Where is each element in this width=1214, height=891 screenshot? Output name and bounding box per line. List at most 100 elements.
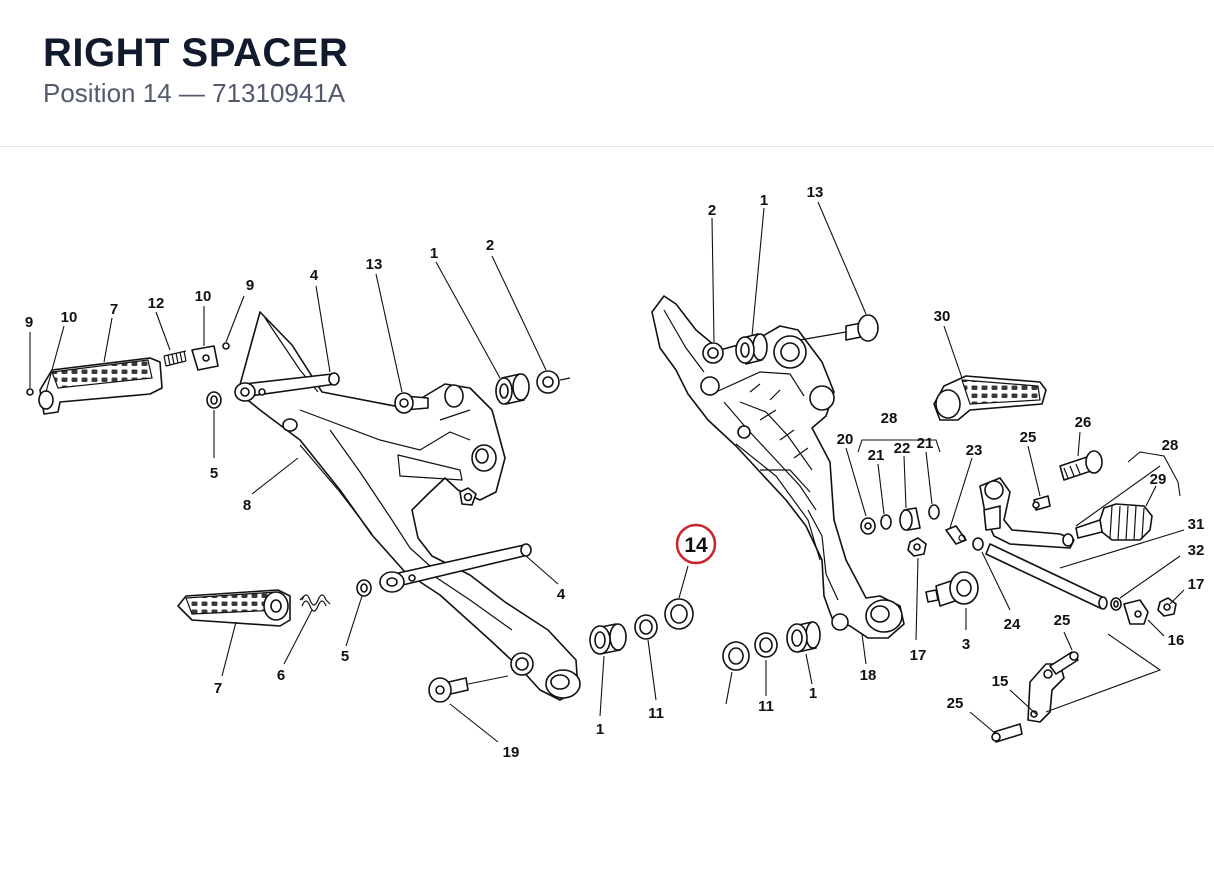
bushing-1-left-upper <box>495 373 530 405</box>
callout-14: 14 <box>684 534 708 557</box>
callout-5: 5 <box>341 648 349 665</box>
left-footpeg-hanger <box>237 311 581 701</box>
subtitle-separator: — <box>178 78 205 108</box>
brake-lever <box>979 477 1075 549</box>
footpeg-lower-left <box>177 589 291 627</box>
bolt-13-right <box>799 314 879 342</box>
callout-20: 20 <box>837 431 854 448</box>
bushing-1-center <box>589 623 627 655</box>
callout-22: 22 <box>894 440 911 457</box>
bushing-1-right-lower <box>786 621 821 653</box>
part-number: 71310941A <box>212 78 346 108</box>
bracket-10 <box>191 342 230 371</box>
callout-25: 25 <box>1054 612 1071 629</box>
washer-2-left-upper <box>536 370 571 394</box>
callout-12: 12 <box>148 295 165 312</box>
nut-31 <box>1110 597 1122 611</box>
spacer-3 <box>925 571 979 607</box>
bushing-1-right-upper <box>735 333 768 365</box>
callout-8: 8 <box>243 497 251 514</box>
callout-29: 30 <box>934 308 951 325</box>
highlighted-callout-14[interactable]: 14 <box>675 523 717 565</box>
callout-16: 16 <box>1168 632 1185 649</box>
circlip-5-upper <box>206 391 222 409</box>
bolt-25-lower <box>991 723 1023 743</box>
callout-4: 4 <box>557 586 566 603</box>
leader-lines <box>29 201 1185 743</box>
callout-15: 15 <box>992 673 1009 690</box>
callout-1: 1 <box>809 685 817 702</box>
callout-4: 4 <box>310 267 319 284</box>
callout-17: 17 <box>1188 576 1205 593</box>
page-header: RIGHT SPACER Position 14 — 71310941A <box>0 0 1214 147</box>
callout-23: 23 <box>966 442 983 459</box>
callout-9: 9 <box>246 277 254 294</box>
callout-3: 3 <box>962 636 970 653</box>
nut-17-left <box>907 537 927 557</box>
callout-7: 7 <box>110 301 118 318</box>
callout-26: 26 <box>1075 414 1092 431</box>
bolt-13-left <box>394 392 429 414</box>
position-label: Position <box>43 78 136 108</box>
callout-2: 2 <box>708 202 716 219</box>
callout-18: 18 <box>860 667 877 684</box>
boot-28 <box>1075 503 1153 541</box>
page-subtitle: Position 14 — 71310941A <box>43 78 345 108</box>
callout-5: 5 <box>210 465 218 482</box>
callout-13: 13 <box>807 184 824 201</box>
position-number: 14 <box>142 78 172 108</box>
callout-21: 21 <box>868 447 885 464</box>
right-spacer-14 <box>664 598 694 630</box>
washer-20 <box>860 517 876 535</box>
callout-30: 31 <box>1188 516 1205 533</box>
callout-10: 10 <box>195 288 212 305</box>
callout-11: 11 <box>648 705 664 722</box>
bushing-22 <box>899 507 921 531</box>
callout-27: 28 <box>881 410 898 427</box>
washer-32 <box>722 641 750 671</box>
pin-4-upper <box>234 372 340 402</box>
callout-17: 17 <box>910 647 927 664</box>
ring-21-a <box>880 514 892 530</box>
callout-1: 1 <box>430 245 438 262</box>
circlip-5-lower <box>356 579 372 597</box>
callout-27: 28 <box>1162 437 1179 454</box>
callout-28: 29 <box>1150 471 1167 488</box>
callout-7: 7 <box>214 680 222 697</box>
washer-11-right <box>754 632 778 658</box>
spring-6 <box>299 594 331 612</box>
rod-30 <box>985 543 1108 610</box>
highlight-ring <box>675 523 717 565</box>
bracket-15 <box>1027 663 1065 723</box>
bolt-19 <box>428 675 509 703</box>
footpeg-29 <box>933 375 1047 421</box>
callout-19: 19 <box>503 744 520 761</box>
bolt-25-mid <box>1049 651 1079 675</box>
bolt-23 <box>945 525 967 545</box>
callout-2: 2 <box>486 237 494 254</box>
callout-9: 9 <box>25 314 33 331</box>
callout-25: 25 <box>1020 429 1037 446</box>
washer-2-right-upper <box>702 342 724 364</box>
pin-4-lower <box>379 543 532 593</box>
pivot-26 <box>1059 450 1103 481</box>
callout-25: 25 <box>947 695 964 712</box>
callout-6: 6 <box>277 667 285 684</box>
bolt-25-upper <box>1032 495 1051 511</box>
callout-13: 13 <box>366 256 383 273</box>
washer-24 <box>972 537 984 551</box>
spring-12 <box>163 350 187 367</box>
callout-21: 21 <box>917 435 934 452</box>
callout-labels: 9 10 7 12 10 9 4 13 1 2 5 8 4 5 6 7 19 1… <box>25 184 1205 761</box>
ring-21-b <box>928 504 940 520</box>
callout-31: 32 <box>1188 542 1205 559</box>
right-footpeg-hanger <box>651 295 905 639</box>
callout-1: 1 <box>596 721 604 738</box>
washer-11-center <box>634 614 658 640</box>
bushing-1-left-lower <box>510 652 534 676</box>
callout-24: 24 <box>1004 616 1021 633</box>
callout-10: 10 <box>61 309 78 326</box>
callout-11: 11 <box>758 698 774 715</box>
clevis-16 <box>1123 599 1149 625</box>
